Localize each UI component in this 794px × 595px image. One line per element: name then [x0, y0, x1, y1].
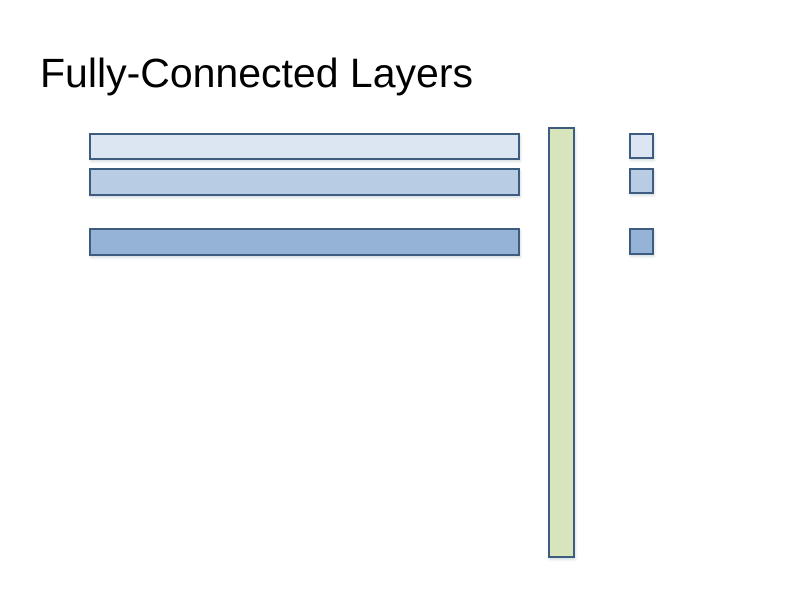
- input-vector-bar-3: [89, 228, 520, 256]
- weight-matrix-column: [548, 127, 575, 558]
- slide-title: Fully-Connected Layers: [40, 50, 473, 96]
- output-cell-3: [629, 228, 654, 255]
- input-vector-bar-2: [89, 168, 520, 196]
- output-cell-1: [629, 133, 654, 159]
- output-cell-2: [629, 168, 654, 194]
- input-vector-bar-1: [89, 133, 520, 160]
